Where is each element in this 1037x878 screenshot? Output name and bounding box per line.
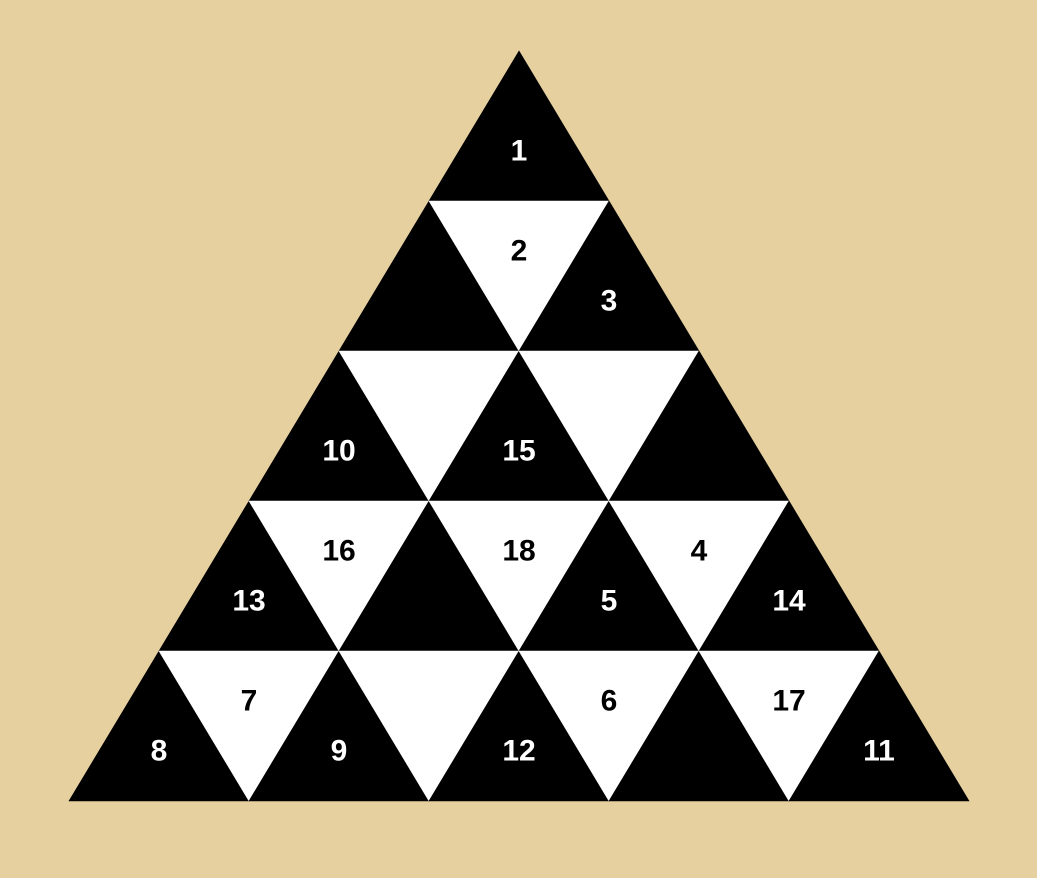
cell-number-label: 5 [601, 585, 618, 618]
cell-number-label: 12 [502, 735, 535, 768]
cell-number-label: 13 [232, 585, 265, 618]
cell-number-label: 7 [241, 685, 258, 718]
cell-number-label: 9 [331, 735, 348, 768]
cell-number-label: 2 [511, 235, 528, 268]
cell-number-label: 10 [322, 435, 355, 468]
puzzle-cell-up-triangle[interactable] [428, 50, 610, 202]
cell-number-label: 17 [772, 685, 805, 718]
cell-number-label: 1 [511, 135, 528, 168]
cell-number-label: 11 [863, 735, 895, 768]
puzzle-cells [68, 50, 970, 802]
puzzle-cell-up-triangle[interactable] [788, 650, 970, 802]
cell-number-label: 8 [151, 735, 168, 768]
cell-number-label: 4 [691, 535, 708, 568]
cell-number-label: 14 [772, 585, 806, 618]
cell-number-label: 15 [502, 435, 535, 468]
cell-number-label: 6 [601, 685, 618, 718]
cell-number-label: 3 [601, 285, 618, 318]
cell-number-label: 18 [502, 535, 535, 568]
cell-number-label: 16 [322, 535, 355, 568]
